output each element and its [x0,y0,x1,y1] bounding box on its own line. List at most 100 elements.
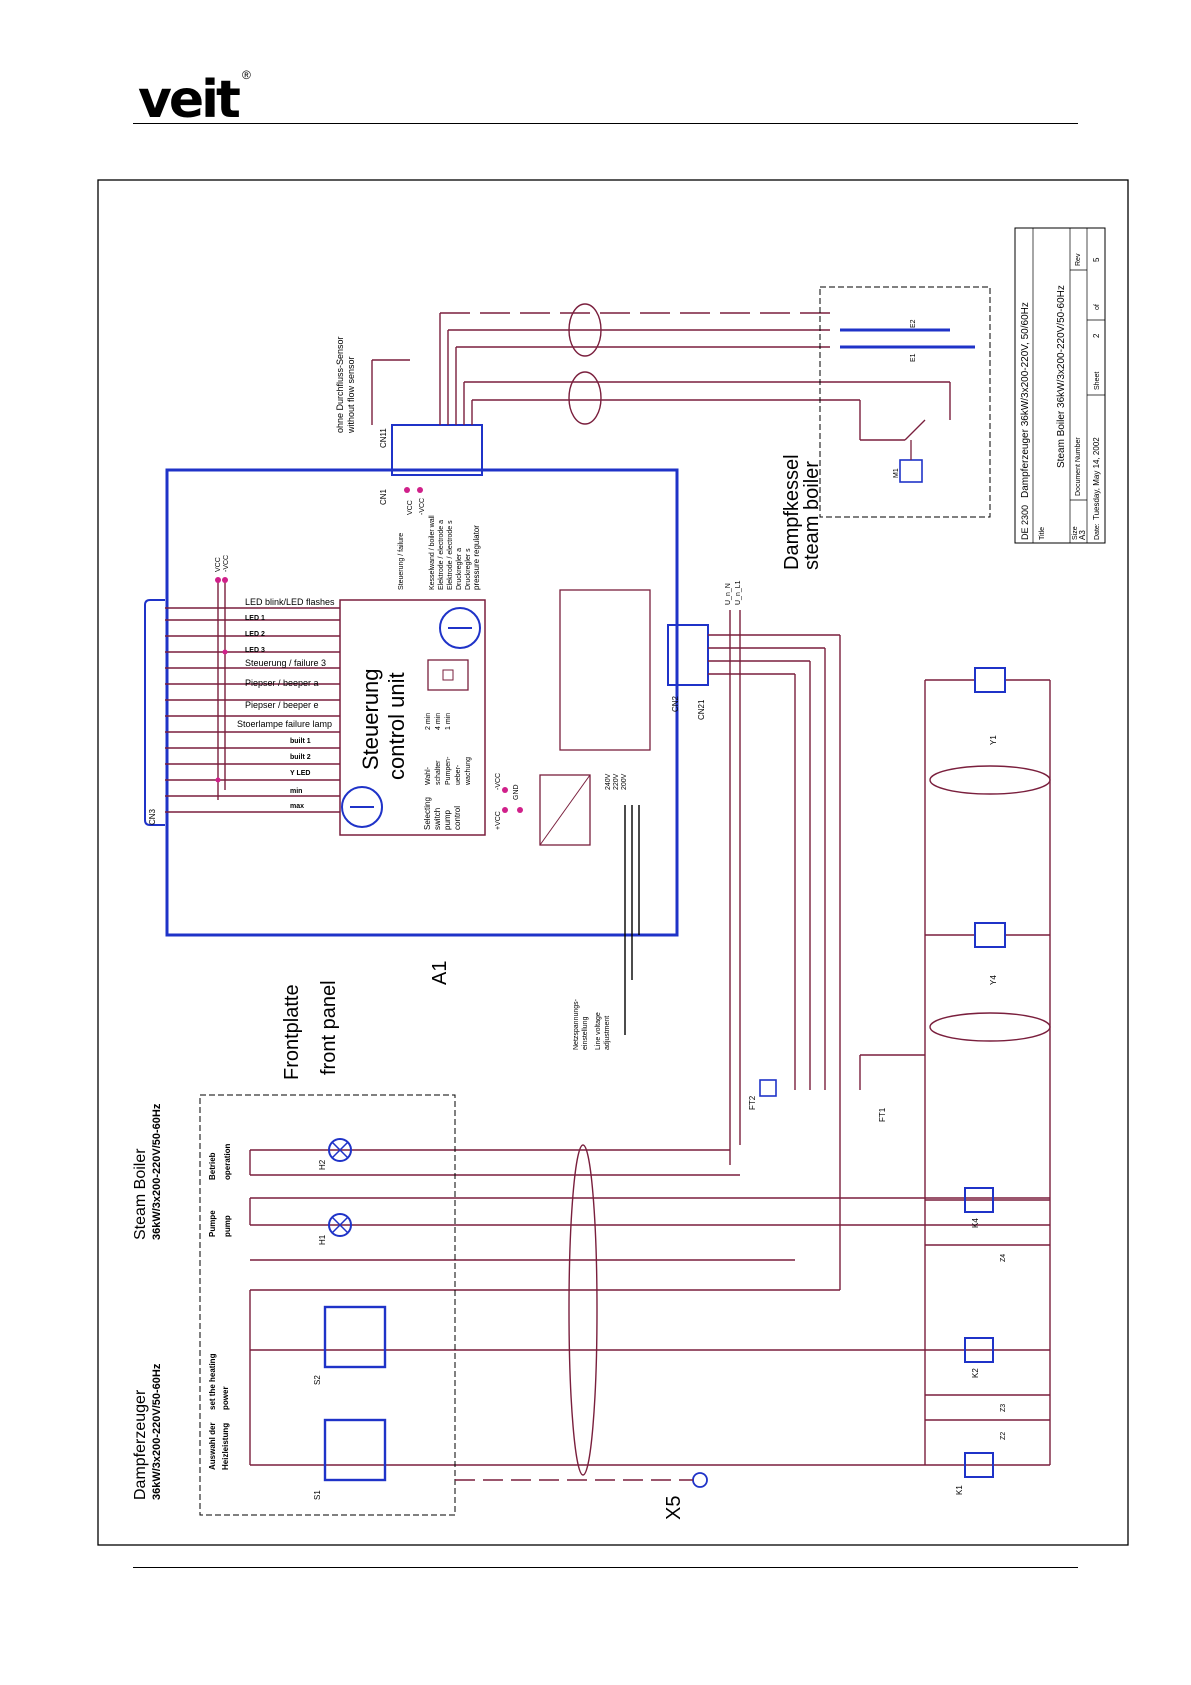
time-4min: 4 min [435,713,442,730]
cable-sleeve-5 [568,1144,598,1476]
relay-k2 [964,1337,994,1363]
cn21-label: CN21 [697,699,706,720]
z3-label: Z3 [1000,1404,1007,1412]
k1-label: K1 [955,1485,964,1495]
sheet-value: 2 [1092,333,1101,338]
cable-sleeve-3 [929,765,1051,795]
x5-label: X5 [663,1496,685,1520]
lamp-h1 [328,1213,352,1237]
h1-label: H1 [318,1234,327,1245]
front-panel-box [199,1094,456,1516]
e2-label: E2 [910,319,917,328]
rev-label: Rev [1075,253,1082,266]
a1-label: A1 [429,961,451,985]
without-sensor-label: without flow sensor [346,356,356,434]
cn3-connector [144,599,165,826]
gnd-label: GND [513,784,520,800]
v240-label: 240V [605,773,612,790]
main-bus-wires [708,610,1051,1465]
frontplatte-label: Frontplatte [281,984,303,1080]
lamp-h2 [328,1138,352,1162]
switch-s1 [323,1418,387,1482]
max-label: max [290,803,304,810]
cn1-label: CN1 [379,488,388,505]
cn11-connector [391,424,483,476]
title-block: Title DE 2300 Dampferzeuger 36kW/3x200-2… [1014,227,1106,544]
minus-vcc-label: -VCC [495,773,502,790]
z4-label: Z4 [1000,1254,1007,1262]
s2-label: S2 [313,1375,322,1385]
ctrl-schalter: schalter [435,760,442,785]
document-number-label: Document Number [1075,437,1082,496]
registered-mark: ® [242,68,251,82]
cn3-wires [165,580,340,813]
relay-k4 [964,1187,994,1213]
cn1-signal-4: Elektrode / electrode s [447,520,454,590]
built2-label: built 2 [290,754,311,761]
k2-label: K2 [971,1368,980,1378]
cn3-label: CN3 [148,808,157,825]
ground-symbol-x5 [692,1472,708,1488]
failure3-label: Steuerung / failure 3 [245,658,326,668]
pressure-switch-m1 [899,459,923,483]
ctrl-control: control [453,806,462,830]
switch-s2 [323,1305,387,1369]
triac-block [559,589,651,751]
cn1-minus-vcc-label: -VCC [419,498,426,515]
cn3-nodes [215,577,228,783]
vcc-top-label: VCC [215,557,222,572]
cable-sleeve-4 [929,1012,1051,1042]
line-label-2: adjustment [604,1016,611,1050]
y4-label: Y4 [989,975,998,985]
pot-p1 [341,786,383,828]
steam-boiler-title: Steam Boiler [132,1148,149,1240]
cn2-label: CN2 [671,695,680,712]
v220-label: 220V [613,773,620,790]
led2-label: LED 2 [245,631,265,638]
cn2-connector [667,624,709,686]
y1-label: Y1 [989,735,998,745]
control-unit-enclosure [165,468,679,937]
cn1-signal-2: Kesselwand / boiler wall [429,515,436,590]
cn1-signal-6: Druckregler s [465,548,472,590]
ft1-label: FT1 [878,1107,887,1122]
cn1-signal-7: pressure regulator [472,525,481,590]
size-value: A3 [1078,530,1087,540]
ctrl-selecting: Selecting [423,797,432,830]
title-german: Dampferzeuger 36kW/3x200-220V, 50/60Hz [1020,302,1031,498]
ctrl-ueber: ueber- [455,764,462,785]
heizleistung-label: Heizleistung [221,1423,230,1470]
of-value: 5 [1092,257,1101,262]
cn11-label: CN11 [379,428,388,448]
led3-label: LED 3 [245,647,265,654]
coil-y1 [974,667,1006,693]
steuerung-label: Steuerung [358,668,383,770]
failure-lamp-label: Stoerlampe failure lamp [237,719,332,729]
led-flashes-label: LED blink/LED flashes [245,597,335,607]
date-value: Tuesday, May 14, 2002 [1092,437,1101,520]
ctrl-pump: pump [443,809,452,830]
led1-label: LED 1 [245,615,265,622]
u-n-label: U_n_N [725,583,732,605]
veit-logo: veit ® [138,68,251,130]
set-heating-label: set the heating [208,1353,217,1410]
z2-label: Z2 [1000,1432,1007,1440]
selector-switch [427,659,469,691]
size-label: Size [1072,526,1079,540]
v200-label: 200V [621,773,628,790]
built1-label: built 1 [290,738,311,745]
auswahl-label: Auswahl der [208,1422,217,1470]
control-board [339,599,486,836]
time-1min: 1 min [445,713,452,730]
coil-y4 [974,922,1006,948]
netz-label-2: einstellung [582,1016,589,1050]
title-english: Steam Boiler 36kW/3x200-220V/50-60Hz [1056,285,1067,468]
h2-label: H2 [318,1159,327,1170]
pump-label: pump [223,1215,232,1237]
min-label: min [290,788,302,795]
cn1-signal-1: Steuerung / failure [398,533,405,590]
cn1-signal-5: Druckregler a [456,548,463,590]
front-panel-wires [249,1149,1050,1466]
of-label: of [1094,304,1101,310]
